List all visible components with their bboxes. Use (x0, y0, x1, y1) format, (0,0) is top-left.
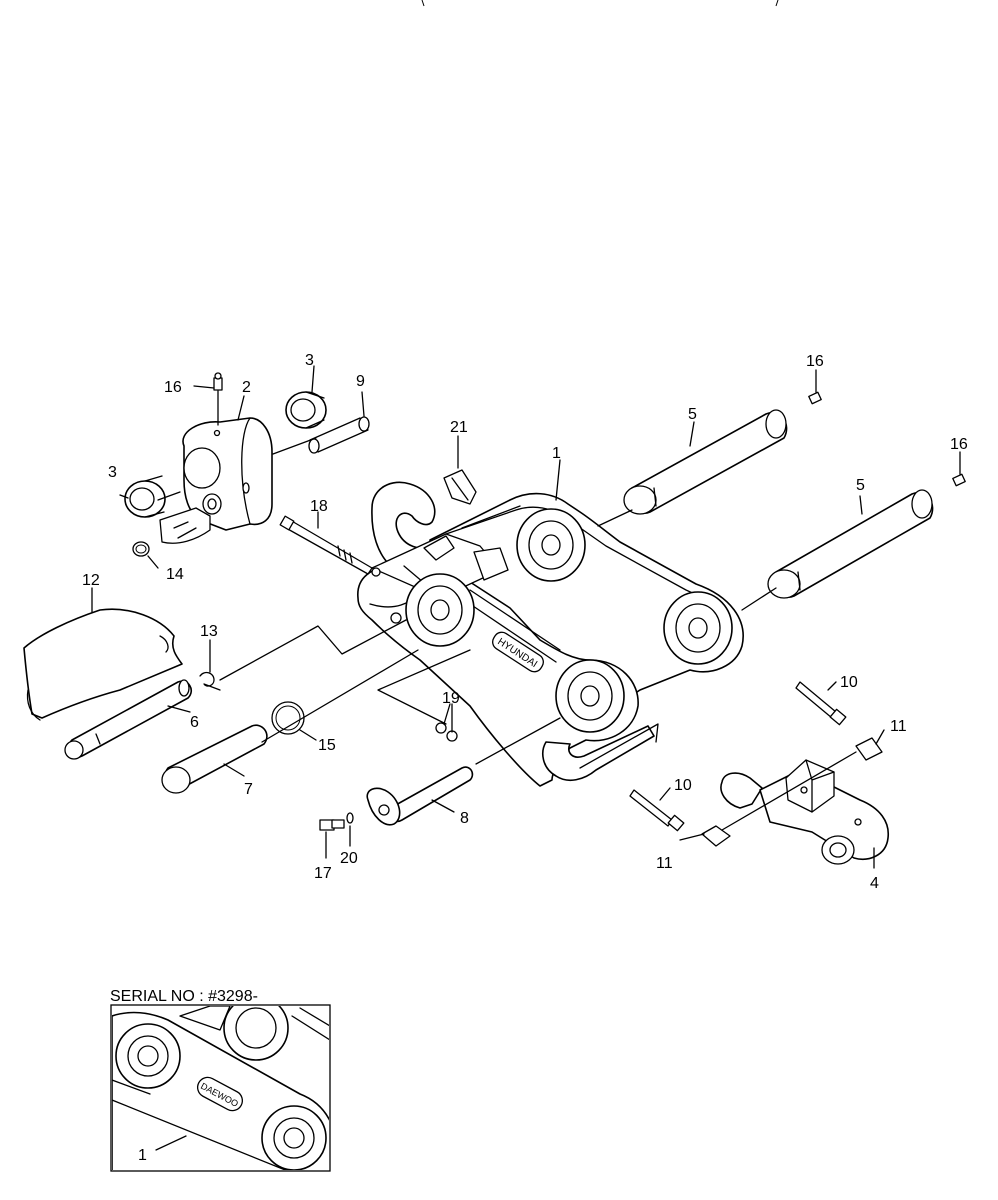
main-frame-part-1: HYUNDAI (357, 481, 744, 787)
pin-part-8 (366, 766, 474, 826)
fitting-part-11-lower (701, 825, 731, 847)
callout-3: 3 (108, 464, 117, 481)
grease-nipple-part-16-upper (808, 391, 822, 405)
snap-ring-part-15 (271, 701, 305, 735)
clip-part-13 (199, 671, 221, 691)
callout-20: 20 (340, 850, 358, 867)
cylinder-part-4 (720, 759, 889, 865)
callout-10: 10 (674, 777, 692, 794)
fitting-part-11-upper (855, 737, 883, 761)
pin-part-7 (161, 724, 268, 794)
callout-1: 1 (552, 445, 561, 462)
callout-11: 11 (890, 718, 907, 735)
bolt-part-10-lower (629, 789, 685, 832)
callout-14: 14 (166, 566, 184, 583)
callout-2: 2 (242, 379, 251, 396)
inset-callout-1: 1 (138, 1147, 147, 1164)
callout-3: 3 (305, 352, 314, 369)
inset-title: SERIAL NO : #3298- (110, 988, 258, 1005)
callout-10: 10 (840, 674, 858, 691)
bushing-part-3-left (124, 475, 166, 518)
washer-part-20 (346, 812, 354, 824)
grease-nipple-part-16-lower (952, 473, 966, 487)
cover-plate-part-12 (23, 608, 183, 721)
callout-5: 5 (856, 477, 865, 494)
latch-plate-part-21 (423, 469, 477, 561)
callout-12: 12 (82, 572, 100, 589)
callout-7: 7 (244, 781, 253, 798)
callout-13: 13 (200, 623, 218, 640)
o-ring-part-14 (132, 541, 150, 557)
bolt-part-10-upper (795, 681, 847, 726)
callout-5: 5 (688, 406, 697, 423)
callout-16: 16 (806, 353, 824, 370)
edge-mark (775, 0, 779, 7)
callout-19: 19 (442, 690, 460, 707)
leader-lines (91, 365, 961, 869)
bushing-part-3-right (285, 391, 327, 429)
callout-4: 4 (870, 875, 879, 892)
callout-6: 6 (190, 714, 199, 731)
callout-16: 16 (164, 379, 182, 396)
callout-18: 18 (310, 498, 328, 515)
callout-11: 11 (656, 855, 673, 872)
nuts-part-19 (435, 722, 458, 742)
edge-mark (421, 0, 425, 7)
serial-inset: SERIAL NO : #3298- DAEWOO 1 (110, 988, 331, 1172)
bolt-part-17 (319, 819, 345, 831)
pin-part-5-lower (767, 489, 934, 599)
callout-8: 8 (460, 810, 469, 827)
hook-block-part-2 (159, 417, 273, 544)
callout-15: 15 (318, 737, 336, 754)
callout-labels: 1 2 3 3 4 5 5 6 7 8 9 10 10 11 11 12 13 … (82, 352, 968, 892)
callout-16: 16 (950, 436, 968, 453)
pin-part-5-upper (623, 409, 788, 515)
callout-17: 17 (314, 865, 332, 882)
grease-nipple-part-16-top (213, 372, 223, 391)
bolt-part-18 (279, 515, 381, 577)
callout-9: 9 (356, 373, 365, 390)
callout-21: 21 (450, 419, 468, 436)
pin-part-9 (308, 416, 370, 454)
pin-part-6 (64, 679, 193, 760)
